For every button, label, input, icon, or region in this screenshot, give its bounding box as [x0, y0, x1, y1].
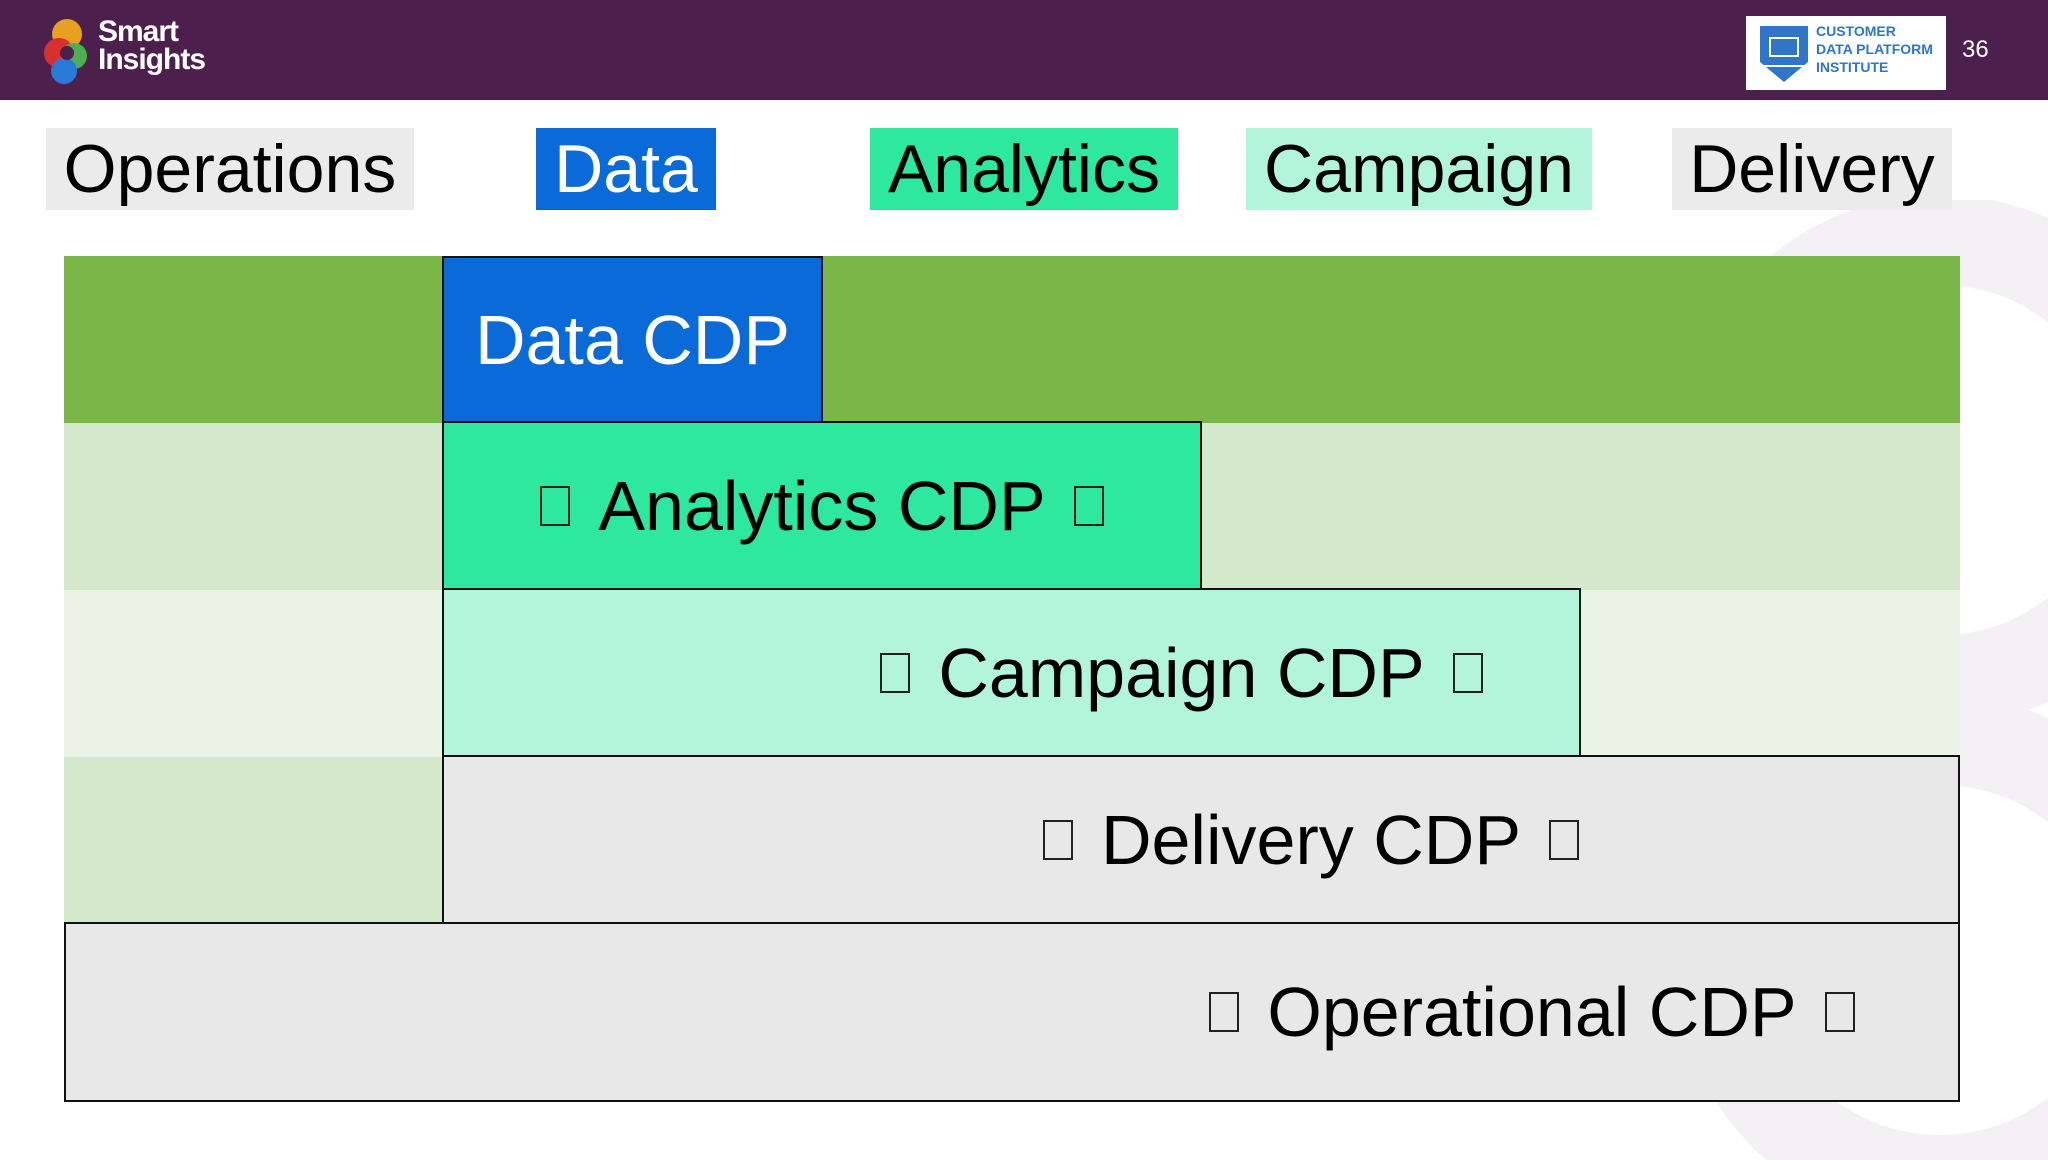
layer-data-cdp: Data CDP: [442, 256, 823, 423]
tab-analytics: Analytics: [870, 128, 1178, 210]
tab-delivery: Delivery: [1672, 128, 1952, 210]
layer-delivery-cdp: Delivery CDP: [442, 755, 1960, 924]
logo-mark-icon: [44, 19, 87, 84]
missing-glyph-icon: [1824, 992, 1855, 1032]
tab-campaign: Campaign: [1246, 128, 1592, 210]
missing-glyph-icon: [880, 652, 911, 693]
header-bar: Smart Insights CUSTOMER DATA PLATFORM IN…: [0, 0, 2048, 100]
slide-number: 36: [1962, 36, 1989, 63]
cdp-institute-text: CUSTOMER DATA PLATFORM INSTITUTE: [1816, 23, 1933, 75]
missing-glyph-icon: [1209, 992, 1240, 1032]
tab-operations: Operations: [46, 128, 414, 210]
tab-data: Data: [536, 128, 716, 210]
logo-text: Smart Insights: [98, 15, 206, 76]
missing-glyph-icon: [1452, 652, 1483, 693]
missing-glyph-icon: [1073, 485, 1104, 526]
missing-glyph-icon: [1549, 819, 1580, 860]
layer-campaign-cdp: Campaign CDP: [442, 588, 1581, 757]
layer-label: Delivery CDP: [1100, 800, 1522, 879]
layer-label: Operational CDP: [1267, 973, 1797, 1051]
smart-insights-logo[interactable]: Smart Insights: [40, 12, 220, 88]
band-data: [64, 256, 1960, 423]
cdp-institute-badge[interactable]: CUSTOMER DATA PLATFORM INSTITUTE: [1746, 16, 1946, 90]
missing-glyph-icon: [540, 485, 571, 526]
layer-analytics-cdp: Analytics CDP: [442, 421, 1202, 590]
layer-operational-cdp: Operational CDP: [64, 922, 1960, 1102]
layer-label: Data CDP: [474, 300, 791, 379]
layer-label: Campaign CDP: [938, 633, 1425, 712]
cdp-shield-icon: [1760, 26, 1808, 82]
layer-label: Analytics CDP: [598, 466, 1046, 545]
missing-glyph-icon: [1042, 819, 1073, 860]
